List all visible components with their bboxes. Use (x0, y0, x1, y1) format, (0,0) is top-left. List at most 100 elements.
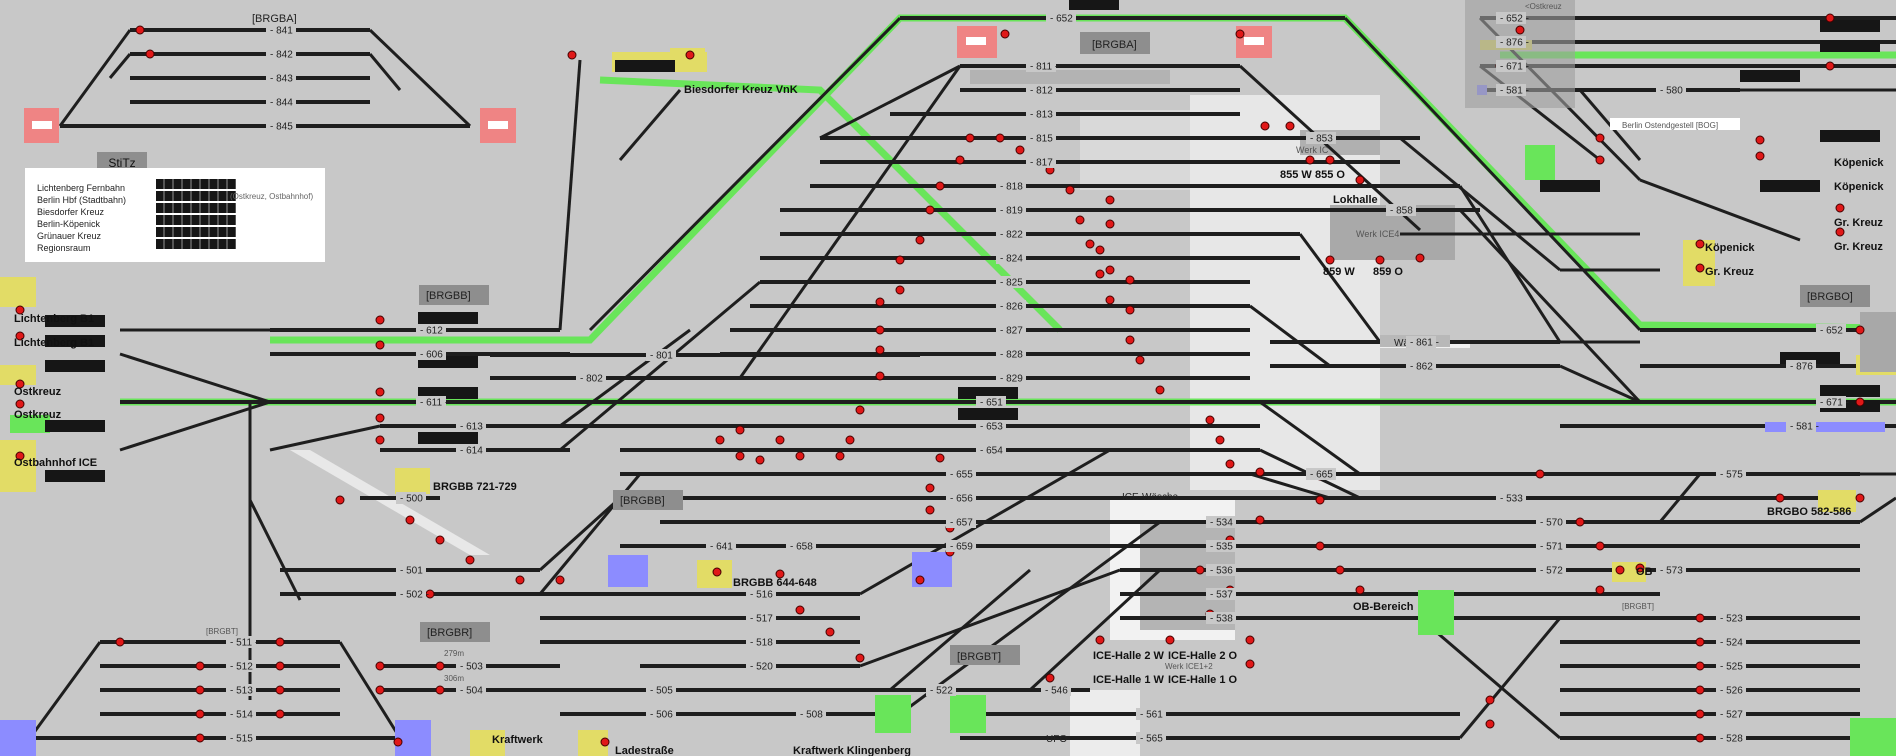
signal-lamp (1825, 13, 1835, 23)
signal-lamp (1695, 685, 1705, 695)
label-306m: 306m (444, 674, 464, 683)
signal-lamp (393, 737, 403, 747)
track-number-label: - 535 - (1210, 542, 1239, 553)
track-segment (1259, 400, 1361, 476)
track-segment (1399, 136, 1561, 272)
signal-lamp (1045, 673, 1055, 683)
label-ice-halle-1w: ICE-Halle 1 W (1093, 674, 1165, 686)
signal-lamp (135, 25, 145, 35)
station-brgbt-east: [BRGBT] (1622, 602, 1654, 611)
track-number-label: - 612 - (420, 326, 449, 337)
track-segment (119, 400, 271, 452)
label-lichtenberg-1: Lichtenberg B1 (14, 313, 94, 325)
signal-lamp (915, 575, 925, 585)
track-number-label: - 844 - (270, 98, 299, 109)
signal-lamp (775, 435, 785, 445)
track-number-label: - 828 - (1000, 350, 1029, 361)
legend-note: (Ostkreuz, Ostbahnhof) (230, 192, 314, 201)
track-number-label: - 876 - (1790, 362, 1819, 373)
label-855w: 855 W (1280, 169, 1312, 181)
track-number-label: - 514 - (230, 710, 259, 721)
track-number-label: - 580 - (1660, 86, 1689, 97)
label-855o: 855 O (1315, 169, 1345, 181)
legend-row-gruenau: Grünauer Kreuz (37, 231, 102, 241)
label-ufo: UFO (1046, 734, 1067, 745)
track-number-label: - 843 - (270, 74, 299, 85)
signal-lamp (375, 340, 385, 350)
track-number-label: - 611 - (420, 398, 448, 409)
signal-lamp (1125, 275, 1135, 285)
track-segment (538, 496, 622, 572)
signal-lamp (375, 315, 385, 325)
track-segment (1458, 208, 1642, 404)
track-number-label: - 504 - (460, 686, 489, 697)
track-segment (1559, 364, 1641, 404)
signal-lamp (435, 685, 445, 695)
track-segment (1859, 496, 1896, 524)
track-number-label: - 652 - (1500, 14, 1529, 25)
signal-lamp (775, 569, 785, 579)
signal-lamp (1695, 239, 1705, 249)
label-ob: OB (1636, 566, 1653, 578)
track-segment (558, 59, 582, 331)
label-grkreuz-3: Gr. Kreuz (1705, 266, 1754, 278)
track-number-label: - 508 - (800, 710, 829, 721)
signal-lamp (1855, 397, 1865, 407)
label-279m: 279m (444, 649, 464, 658)
label-klingenberg: Kraftwerk Klingenberg (793, 745, 911, 756)
signal-lamp (375, 661, 385, 671)
signal-lamp (195, 661, 205, 671)
track-number-label: - 845 - (270, 122, 299, 133)
track-number-label: - 613 - (460, 422, 489, 433)
track-number-label: - 819 - (1000, 206, 1029, 217)
track-number-label: - 813 - (1030, 110, 1059, 121)
signal-lamp (895, 255, 905, 265)
station-brgbo: [BRGBO] (1807, 291, 1853, 303)
signal-lamp (1695, 709, 1705, 719)
signal-lamp (1245, 635, 1255, 645)
track-number-label: - 862 - (1410, 362, 1439, 373)
signal-lamp (1595, 155, 1605, 165)
signal-lamp (1355, 585, 1365, 595)
track-number-label: - 825 - (1000, 278, 1029, 289)
track-number-label: - 523 - (1720, 614, 1749, 625)
station-brgba-main: [BRGBA] (1092, 39, 1137, 51)
signal-lamp (1105, 295, 1115, 305)
signal-lamp (375, 413, 385, 423)
track-number-label: - 512 - (230, 662, 259, 673)
track-segment (859, 448, 1111, 596)
track-number-label: - 524 - (1720, 638, 1749, 649)
track-number-label: - 528 - (1720, 734, 1749, 745)
signal-lamp (195, 733, 205, 743)
signal-lamp (435, 535, 445, 545)
signal-lamp (755, 455, 765, 465)
station-texts: [BRGBA] [BRGBA] <Ostkreuz [BRGBB] [BRGBB… (14, 2, 1884, 756)
track-number-label: - 861 - (1410, 338, 1439, 349)
signal-lamp (1325, 155, 1335, 165)
track-number-label: - 671 - (1500, 62, 1529, 73)
track-number-label: - 522 - (930, 686, 959, 697)
track-number-label: - 671 - (1820, 398, 1849, 409)
signal-lamp (875, 297, 885, 307)
track-number-label: - 641 - (710, 542, 739, 553)
signal-lamp (735, 425, 745, 435)
track-number-label: - 526 - (1720, 686, 1749, 697)
signal-lamp (712, 567, 722, 577)
signal-lamp (1205, 415, 1215, 425)
track-number-label: - 503 - (460, 662, 489, 673)
signal-lamp (1195, 565, 1205, 575)
signal-lamp (15, 379, 25, 389)
signal-lamp (275, 661, 285, 671)
signal-lamp (1235, 29, 1245, 39)
track-number-label: - 511 - (230, 638, 258, 649)
track-number-label: - 518 - (750, 638, 779, 649)
signal-lamp (1595, 585, 1605, 595)
track-segment (1658, 473, 1702, 523)
track-number-label: - 614 - (460, 446, 489, 457)
signal-lamp (1485, 719, 1495, 729)
track-number-label: - 822 - (1000, 230, 1029, 241)
signal-lamp (1095, 635, 1105, 645)
